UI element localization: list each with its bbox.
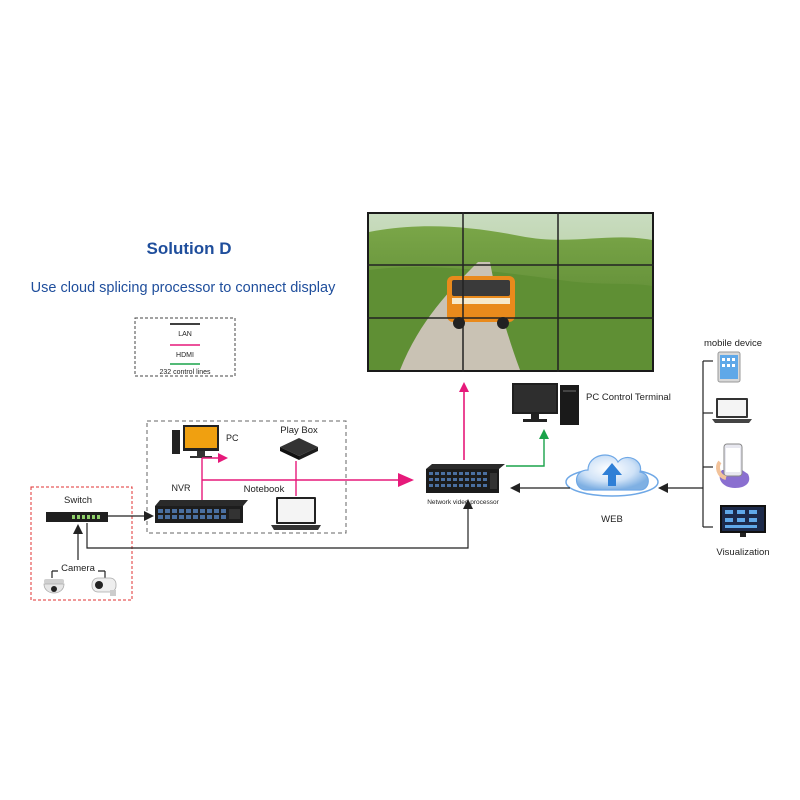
camera-label: Camera <box>61 563 96 574</box>
video-processor-icon <box>426 464 505 493</box>
tablet-icon <box>717 351 741 383</box>
dome-camera-icon <box>43 579 65 594</box>
laptop-icon <box>712 398 752 423</box>
van-icon <box>447 276 515 329</box>
web-label: WEB <box>601 514 623 525</box>
processor-label: Network video processor <box>427 499 499 506</box>
nvr-recorder-icon <box>155 500 248 523</box>
mobile-device-label: mobile device <box>704 338 762 349</box>
page-title: Solution D <box>147 239 232 258</box>
video-wall-icon <box>367 212 654 372</box>
switch-to-processor-link <box>86 499 473 549</box>
pc-label: PC <box>226 433 239 443</box>
lan-legend-label: LAN <box>178 331 192 338</box>
page-subtitle: Use cloud splicing processor to connect … <box>31 280 336 296</box>
phone-in-hand-icon <box>716 443 750 488</box>
set-top-box-icon <box>280 438 318 460</box>
play-box-label: Play Box <box>280 425 318 436</box>
pc-control-terminal-label: PC Control Terminal <box>586 392 671 403</box>
source-group-box <box>146 420 347 534</box>
nvr-label: NVR <box>171 483 191 493</box>
laptop-icon <box>271 497 321 530</box>
hdmi-legend-label: HDMI <box>176 352 194 359</box>
line-legend: LAN HDMI 232 control lines <box>134 317 236 377</box>
client-bracket <box>702 360 713 528</box>
visualization-label: Visualization <box>716 547 769 558</box>
camera-label-bg <box>58 562 98 574</box>
switch-label: Switch <box>64 495 92 506</box>
cloud-upload-icon <box>565 454 659 497</box>
control-legend-label: 232 control lines <box>160 369 211 376</box>
notebook-label: Notebook <box>244 484 285 495</box>
bullet-camera-icon <box>91 577 117 596</box>
network-switch-icon <box>46 512 108 522</box>
dashboard-monitor-icon <box>720 505 766 537</box>
desktop-tower-icon <box>512 383 579 425</box>
control-link <box>506 429 549 467</box>
camera-group-box <box>30 486 133 601</box>
desktop-pc-icon <box>172 425 219 458</box>
